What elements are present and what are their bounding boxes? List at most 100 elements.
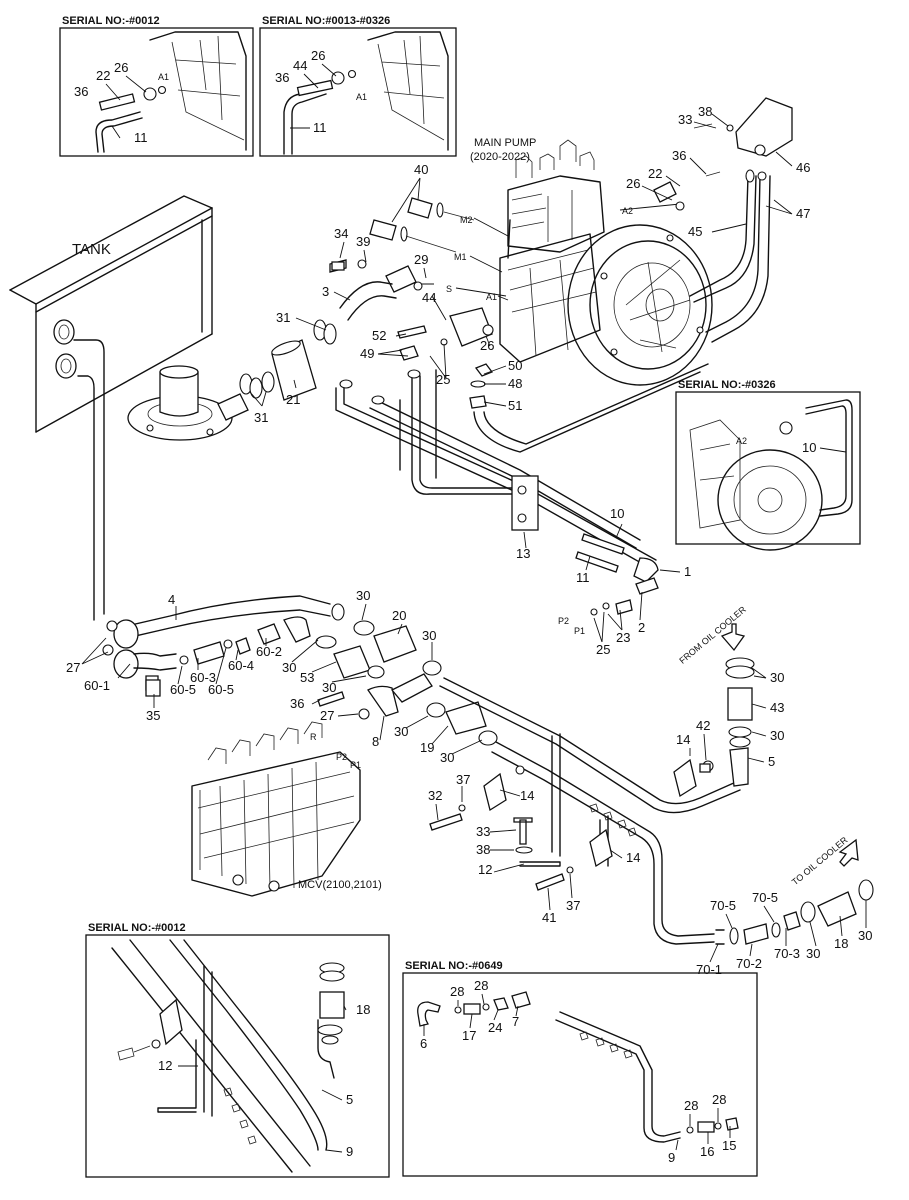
part-label-14: 14 bbox=[626, 850, 640, 865]
part-label-30: 30 bbox=[806, 946, 820, 961]
part-label-30: 30 bbox=[356, 588, 370, 603]
inset-serial-0013-0326: SERIAL NO:#0013-#0326 A1 36 44 26 11 bbox=[259, 15, 457, 157]
part-label-44: 44 bbox=[422, 290, 436, 305]
leader-lines bbox=[81, 113, 867, 963]
part-label-11: 11 bbox=[576, 570, 590, 585]
port-p1-label: P1 bbox=[574, 626, 585, 636]
port-a1-label: A1 bbox=[356, 92, 367, 102]
part-label-27: 27 bbox=[66, 660, 80, 675]
part-label-25: 25 bbox=[596, 642, 610, 657]
port-p1-label: P1 bbox=[350, 760, 361, 770]
pump-fittings bbox=[329, 97, 793, 409]
part-label-31: 31 bbox=[276, 310, 290, 325]
part-label-70-1: 70-1 bbox=[696, 962, 722, 977]
part-label-60-3: 60-3 bbox=[190, 670, 216, 685]
inset-title: SERIAL NO:-#0326 bbox=[678, 379, 776, 391]
part-label-12: 12 bbox=[478, 862, 492, 877]
part-label-70-5: 70-5 bbox=[710, 898, 736, 913]
part-label-19: 19 bbox=[420, 740, 434, 755]
port-a1-label: A1 bbox=[158, 72, 169, 82]
part-label-23: 23 bbox=[616, 630, 630, 645]
part-label-34: 34 bbox=[334, 226, 348, 241]
part-label-32: 32 bbox=[428, 788, 442, 803]
part-label-49: 49 bbox=[360, 346, 374, 361]
part-label-30: 30 bbox=[440, 750, 454, 765]
part-label-8: 8 bbox=[372, 734, 379, 749]
port-a2-label: A2 bbox=[736, 436, 747, 446]
part-label-36: 36 bbox=[672, 148, 686, 163]
part-label-30: 30 bbox=[770, 670, 784, 685]
part-label-29: 29 bbox=[414, 252, 428, 267]
part-label-21: 21 bbox=[286, 392, 300, 407]
part-label-36: 36 bbox=[290, 696, 304, 711]
main-pump-label: MAIN PUMP bbox=[474, 137, 536, 149]
bolts-hardware bbox=[145, 261, 711, 891]
part-label-70-2: 70-2 bbox=[736, 956, 762, 971]
part-label-37: 37 bbox=[456, 772, 470, 787]
part-label-22: 22 bbox=[96, 68, 110, 83]
part-label-48: 48 bbox=[508, 376, 522, 391]
mcv-label: MCV(2100,2101) bbox=[298, 879, 382, 891]
part-label-43: 43 bbox=[770, 700, 784, 715]
part-label-2: 2 bbox=[638, 620, 645, 635]
part-label-28: 28 bbox=[450, 984, 464, 999]
port-m1-label: M1 bbox=[454, 252, 467, 262]
inset-serial-0326: SERIAL NO:-#0326 A2 10 bbox=[675, 379, 861, 551]
return-pipes bbox=[73, 339, 874, 945]
part-label-14: 14 bbox=[676, 732, 690, 747]
suction-hose bbox=[239, 319, 337, 401]
part-label-18: 18 bbox=[834, 936, 848, 951]
part-label-18: 18 bbox=[356, 1002, 370, 1017]
part-label-3: 3 bbox=[322, 284, 329, 299]
part-label-60-1: 60-1 bbox=[84, 678, 110, 693]
part-label-60-2: 60-2 bbox=[256, 644, 282, 659]
part-label-5: 5 bbox=[768, 754, 775, 769]
part-label-27: 27 bbox=[320, 708, 334, 723]
part-label-30: 30 bbox=[322, 680, 336, 695]
part-label-53: 53 bbox=[300, 670, 314, 685]
part-label-50: 50 bbox=[508, 358, 522, 373]
part-label-11: 11 bbox=[313, 120, 327, 135]
hydraulic-tank: TANK bbox=[9, 195, 213, 433]
part-label-30: 30 bbox=[394, 724, 408, 739]
part-label-33: 33 bbox=[678, 112, 692, 127]
inset-serial-0012-bottom: SERIAL NO:-#0012 18 12 5 9 bbox=[85, 922, 390, 1178]
part-label-39: 39 bbox=[356, 234, 370, 249]
part-label-70-5: 70-5 bbox=[752, 890, 778, 905]
part-label-26: 26 bbox=[311, 48, 325, 63]
part-label-70-3: 70-3 bbox=[774, 946, 800, 961]
part-label-28: 28 bbox=[712, 1092, 726, 1107]
part-label-33: 33 bbox=[476, 824, 490, 839]
mcv-valve: R P2 P1 MCV(2100,2101) bbox=[191, 721, 382, 897]
part-label-11: 11 bbox=[134, 130, 148, 145]
suction-adapter bbox=[127, 365, 249, 441]
part-label-30: 30 bbox=[770, 728, 784, 743]
part-label-46: 46 bbox=[796, 160, 810, 175]
part-label-15: 15 bbox=[722, 1138, 736, 1153]
inset-title: SERIAL NO:-#0012 bbox=[88, 922, 186, 934]
main-pump-model: (2020-2022) bbox=[470, 151, 530, 163]
part-label-38: 38 bbox=[476, 842, 490, 857]
port-a1-label: A1 bbox=[486, 292, 497, 302]
part-label-10: 10 bbox=[610, 506, 624, 521]
part-label-26: 26 bbox=[114, 60, 128, 75]
part-label-9: 9 bbox=[668, 1150, 675, 1165]
part-label-1: 1 bbox=[684, 564, 691, 579]
part-label-45: 45 bbox=[688, 224, 702, 239]
part-label-26: 26 bbox=[480, 338, 494, 353]
part-label-37: 37 bbox=[566, 898, 580, 913]
tank-label: TANK bbox=[72, 241, 111, 258]
part-label-9: 9 bbox=[346, 1144, 353, 1159]
main-pump: MAIN PUMP (2020-2022) M2 M1 S A1 A2 bbox=[420, 137, 713, 386]
part-label-42: 42 bbox=[696, 718, 710, 733]
part-label-4: 4 bbox=[168, 592, 175, 607]
part-label-24: 24 bbox=[488, 1020, 502, 1035]
part-label-14: 14 bbox=[520, 788, 534, 803]
part-label-12: 12 bbox=[158, 1058, 172, 1073]
port-p2-label: P2 bbox=[558, 616, 569, 626]
part-label-51: 51 bbox=[508, 398, 522, 413]
part-label-60-4: 60-4 bbox=[228, 658, 254, 673]
part-label-28: 28 bbox=[474, 978, 488, 993]
port-s-label: S bbox=[446, 284, 452, 294]
